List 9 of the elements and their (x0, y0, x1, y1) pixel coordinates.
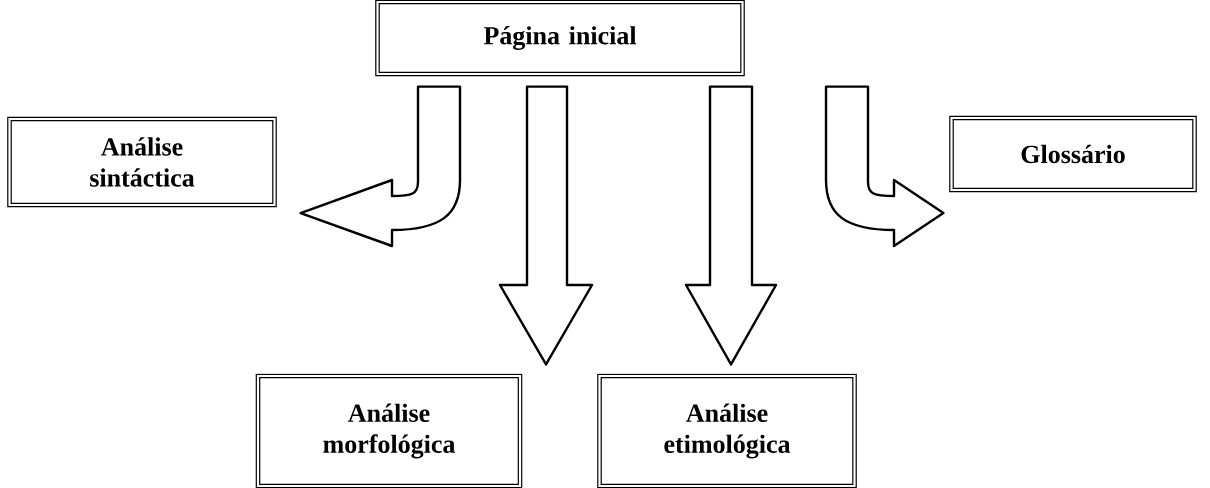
block-arrow (684, 85, 778, 366)
block-arrow (824, 85, 945, 248)
block-arrow (299, 85, 462, 248)
section-box: Página inicial (375, 0, 745, 77)
section-box: Análise morfológica (255, 373, 523, 488)
section-box: Análise sintáctica (7, 116, 277, 208)
block-arrow (498, 85, 594, 366)
section-box: Glossário (949, 115, 1197, 193)
section-box: Análise etimológica (597, 373, 857, 488)
